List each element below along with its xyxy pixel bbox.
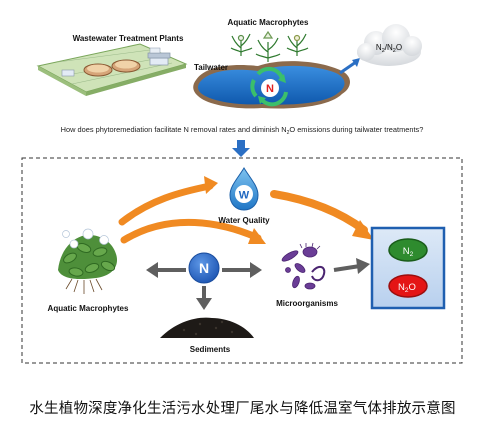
microorganisms-icon	[281, 242, 326, 290]
cloud-icon	[357, 24, 422, 66]
wwtp-illustration	[36, 43, 188, 96]
arrow-n-to-plants-head	[146, 262, 158, 278]
water-quality-label: Water Quality	[218, 216, 270, 225]
research-question: How does phytoremediation facilitate N r…	[61, 125, 424, 136]
pond-n-badge: N	[266, 83, 274, 95]
arrow-n-to-microbes-head	[250, 262, 262, 278]
macrophytes-label: Aquatic Macrophytes	[48, 304, 129, 313]
cycle-arrows-icon	[250, 66, 288, 107]
top-plant-icons	[230, 30, 309, 62]
arrow-water-to-gases	[270, 190, 368, 234]
process-box	[21, 157, 463, 364]
pond-n-circle	[261, 79, 279, 97]
arrow-plants-to-microbes	[120, 218, 262, 244]
arrow-water-to-gases-head	[352, 220, 374, 240]
water-drop-inner	[235, 185, 253, 203]
sediment-pile	[160, 317, 254, 338]
arrow-plants-to-microbes-head	[248, 228, 266, 244]
arrow-plants-to-water-head	[204, 176, 218, 194]
plant-icon-2	[255, 30, 281, 62]
microorganisms-label: Microorganisms	[276, 299, 338, 308]
figure-caption: 水生植物深度净化生活污水处理厂尾水与降低温室气体排放示意图	[29, 401, 456, 417]
cloud-label: N2/N2O	[376, 43, 402, 54]
plant-icon-1	[230, 33, 253, 56]
arrow-to-cloud-head	[352, 58, 360, 67]
nitrogen-circle	[188, 252, 220, 284]
down-arrow-icon	[232, 140, 250, 157]
wwtp-label: Wastewater Treatment Plants	[73, 34, 184, 43]
n2-ellipse	[388, 238, 428, 262]
n2-label: N2	[403, 246, 414, 258]
arrow-to-cloud	[339, 60, 357, 75]
n2o-label: N2O	[398, 282, 416, 294]
arrow-plants-to-water	[118, 182, 214, 226]
macrophyte-plant-icon	[58, 228, 118, 294]
nitrogen-badge: N	[199, 260, 209, 276]
sediments-label: Sediments	[190, 345, 231, 354]
water-quality-badge: W	[239, 190, 250, 202]
plant-icon-3	[286, 33, 309, 56]
top-macrophytes-label: Aquatic Macrophytes	[228, 18, 309, 27]
arrow-n-to-sediment-head	[196, 298, 212, 310]
tailwater-label: Tailwater	[194, 63, 228, 72]
sediment-texture	[182, 320, 234, 336]
n2o-ellipse	[388, 274, 428, 298]
arrow-microbes-to-gases-head	[356, 258, 370, 274]
arrow-microbes-to-gases	[333, 264, 361, 272]
